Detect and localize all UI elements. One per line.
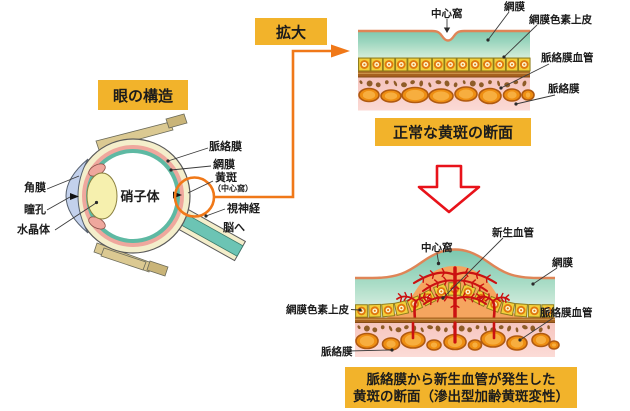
bruch-membrane <box>358 71 530 78</box>
lens-shape <box>86 172 118 220</box>
zoom-label-text: 拡大 <box>276 24 306 42</box>
label-optic-nerve: 視神経 <box>226 201 261 215</box>
label-eye-macula: 黄斑 <box>215 170 237 184</box>
fovea-arrowhead-icon <box>443 27 451 33</box>
amd-caption-line1: 脈絡膜から新生血管が発生した <box>367 371 556 387</box>
connector-arrowhead-icon <box>331 44 350 58</box>
vitreous-body <box>90 153 176 239</box>
new-vessel-network <box>396 266 510 344</box>
normal-caption-text: 正常な黄斑の断面 <box>393 124 513 142</box>
amd-caption-line2: 黄斑の断面（滲出型加齢黄斑変性） <box>353 388 569 404</box>
amd-macula-diagram: 中心窩 新生血管 網膜 網膜色素上皮 脈絡膜血管 脈絡膜 脈絡膜から新生血管が発… <box>286 226 593 408</box>
amd-pointer-lines <box>347 237 558 352</box>
label-vitreous: 硝子体 <box>120 189 160 204</box>
pupil-arrow-icon <box>70 193 79 200</box>
label-normal-retina: 網膜 <box>504 0 525 13</box>
amd-caption-box: 脈絡膜から新生血管が発生した 黄斑の断面（滲出型加齢黄斑変性） <box>345 367 577 408</box>
label-amd-fovea: 中心窩 <box>421 241 453 254</box>
inner-limiting-line <box>358 29 530 42</box>
transition-down-arrow-icon <box>417 164 481 214</box>
label-normal-choroidal-vessels: 脈絡膜血管 <box>541 51 594 64</box>
normal-caption-box: 正常な黄斑の断面 <box>375 118 531 146</box>
choroidal-vessel-row <box>358 86 535 105</box>
label-eye-choroid: 脈絡膜 <box>209 139 242 153</box>
label-normal-choroid: 脈絡膜 <box>548 82 580 95</box>
label-lens: 水晶体 <box>17 222 51 236</box>
zoom-label-box: 拡大 <box>255 18 327 45</box>
bruch-membrane-amd <box>355 317 555 323</box>
label-eye-retina: 網膜 <box>213 157 235 171</box>
label-to-brain: 脳へ <box>223 221 245 234</box>
choriocapillaris-dots <box>359 80 527 88</box>
label-amd-choroid: 脈絡膜 <box>321 345 353 358</box>
structure-title-box: 眼の構造 <box>98 80 188 110</box>
label-cornea: 角膜 <box>24 180 46 194</box>
retina-band <box>358 31 530 58</box>
label-eye-macula-sub: （中心窩） <box>213 183 253 193</box>
rpe-cell-row <box>358 57 531 72</box>
label-pupil: 瞳孔 <box>24 202 46 216</box>
new-vessel-stalks-lower <box>411 321 496 344</box>
label-amd-choroidal-vessels: 脈絡膜血管 <box>540 306 593 319</box>
zoom-connector <box>214 44 350 199</box>
normal-pointer-lines <box>443 11 556 106</box>
label-amd-retina: 網膜 <box>552 256 573 269</box>
label-amd-new-vessels: 新生血管 <box>492 226 534 239</box>
label-normal-fovea: 中心窩 <box>431 7 463 20</box>
structure-title-text: 眼の構造 <box>113 87 173 105</box>
label-normal-rpe: 網膜色素上皮 <box>529 13 592 26</box>
inner-limiting-line-elevated <box>355 248 555 280</box>
label-amd-rpe: 網膜色素上皮 <box>286 303 349 316</box>
eye-diagram: 角膜 瞳孔 水晶体 硝子体 脈絡膜 網膜 黄斑 （中心窩） 視神経 脳へ <box>17 113 261 277</box>
eye-pointer-lines <box>46 147 226 231</box>
normal-macula-diagram: 中心窩 網膜 網膜色素上皮 脈絡膜血管 脈絡膜 正常な黄斑の断面 <box>358 0 594 146</box>
